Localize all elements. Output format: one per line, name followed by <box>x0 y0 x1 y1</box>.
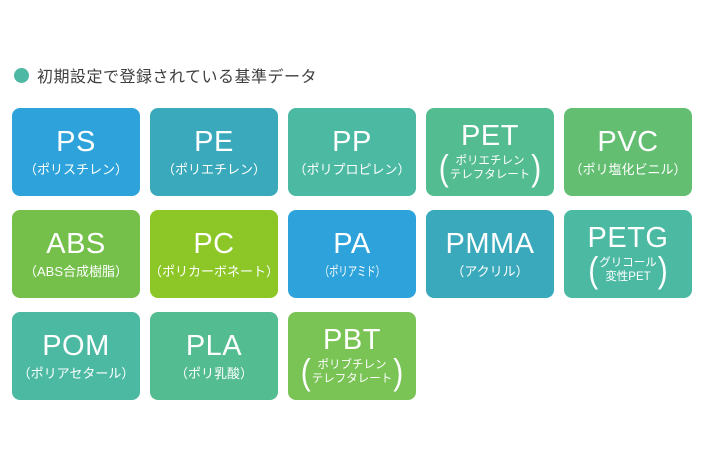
open-paren: ( <box>588 250 599 291</box>
close-paren: ) <box>657 250 668 291</box>
material-code: PE <box>194 125 234 158</box>
material-subtitle: （ポリカーボネート） <box>149 263 280 279</box>
material-tile[interactable]: PP （ポリプロピレン） <box>288 108 416 196</box>
material-code: PA <box>333 227 371 260</box>
material-code: PS <box>56 125 96 158</box>
material-code: PBT <box>323 323 381 356</box>
close-paren: ) <box>393 352 404 393</box>
material-subtitle: (グリコール変性PET) <box>587 250 669 291</box>
close-paren: ) <box>531 148 542 189</box>
section-title: 初期設定で登録されている基準データ <box>37 69 318 86</box>
material-tile[interactable]: PS （ポリスチレン） <box>12 108 140 196</box>
open-paren: ( <box>438 148 449 189</box>
material-tile[interactable]: PE （ポリエチレン） <box>150 108 278 196</box>
material-subtitle: （ポリスチレン） <box>23 161 128 177</box>
material-code: PVC <box>597 125 659 158</box>
material-subtitle-lines: ポリブチレンテレフタレート <box>311 358 393 386</box>
section-header: 初期設定で登録されている基準データ <box>14 63 317 87</box>
material-subtitle: （ポリエチレン） <box>161 161 266 177</box>
material-subtitle: （ポリ塩化ビニル） <box>569 161 687 177</box>
material-subtitle: （ABS合成樹脂） <box>23 263 128 279</box>
material-code: PC <box>193 227 235 260</box>
material-subtitle: （ポリアセタール） <box>17 365 135 381</box>
material-subtitle: （ポリ乳酸） <box>174 365 253 381</box>
material-subtitle: （アクリル） <box>451 263 529 279</box>
material-tile[interactable]: PETG (グリコール変性PET) <box>564 210 692 298</box>
material-subtitle-lines: ポリエチレンテレフタレート <box>449 154 531 182</box>
material-subtitle: (ポリエチレンテレフタレート) <box>438 148 543 189</box>
material-code: POM <box>42 329 110 362</box>
material-code: ABS <box>46 227 106 260</box>
material-code: PMMA <box>445 227 535 260</box>
tile-grid: PS （ポリスチレン） PE （ポリエチレン） PP （ポリプロピレン） PET… <box>12 108 694 400</box>
material-tile[interactable]: PA （ポリアミド） <box>288 210 416 298</box>
material-tile[interactable]: PMMA （アクリル） <box>426 210 554 298</box>
material-tile[interactable]: PET (ポリエチレンテレフタレート) <box>426 108 554 196</box>
material-subtitle: （ポリプロピレン） <box>293 161 411 177</box>
material-code: PETG <box>587 221 669 254</box>
material-code: PET <box>461 119 519 152</box>
open-paren: ( <box>300 352 311 393</box>
material-subtitle: （ポリアミド） <box>319 263 385 279</box>
material-tile[interactable]: POM （ポリアセタール） <box>12 312 140 400</box>
section-bullet-icon <box>14 67 29 83</box>
material-tile[interactable]: PVC （ポリ塩化ビニル） <box>564 108 692 196</box>
material-tile[interactable]: PC （ポリカーボネート） <box>149 210 280 298</box>
material-subtitle-lines: グリコール変性PET <box>599 256 657 284</box>
material-code: PLA <box>185 329 243 362</box>
material-tile[interactable]: PLA （ポリ乳酸） <box>150 312 278 400</box>
material-code: PP <box>332 125 372 158</box>
material-tile[interactable]: PBT (ポリブチレンテレフタレート) <box>288 312 416 400</box>
material-subtitle: (ポリブチレンテレフタレート) <box>300 352 405 393</box>
material-tile[interactable]: ABS （ABS合成樹脂） <box>12 210 140 298</box>
